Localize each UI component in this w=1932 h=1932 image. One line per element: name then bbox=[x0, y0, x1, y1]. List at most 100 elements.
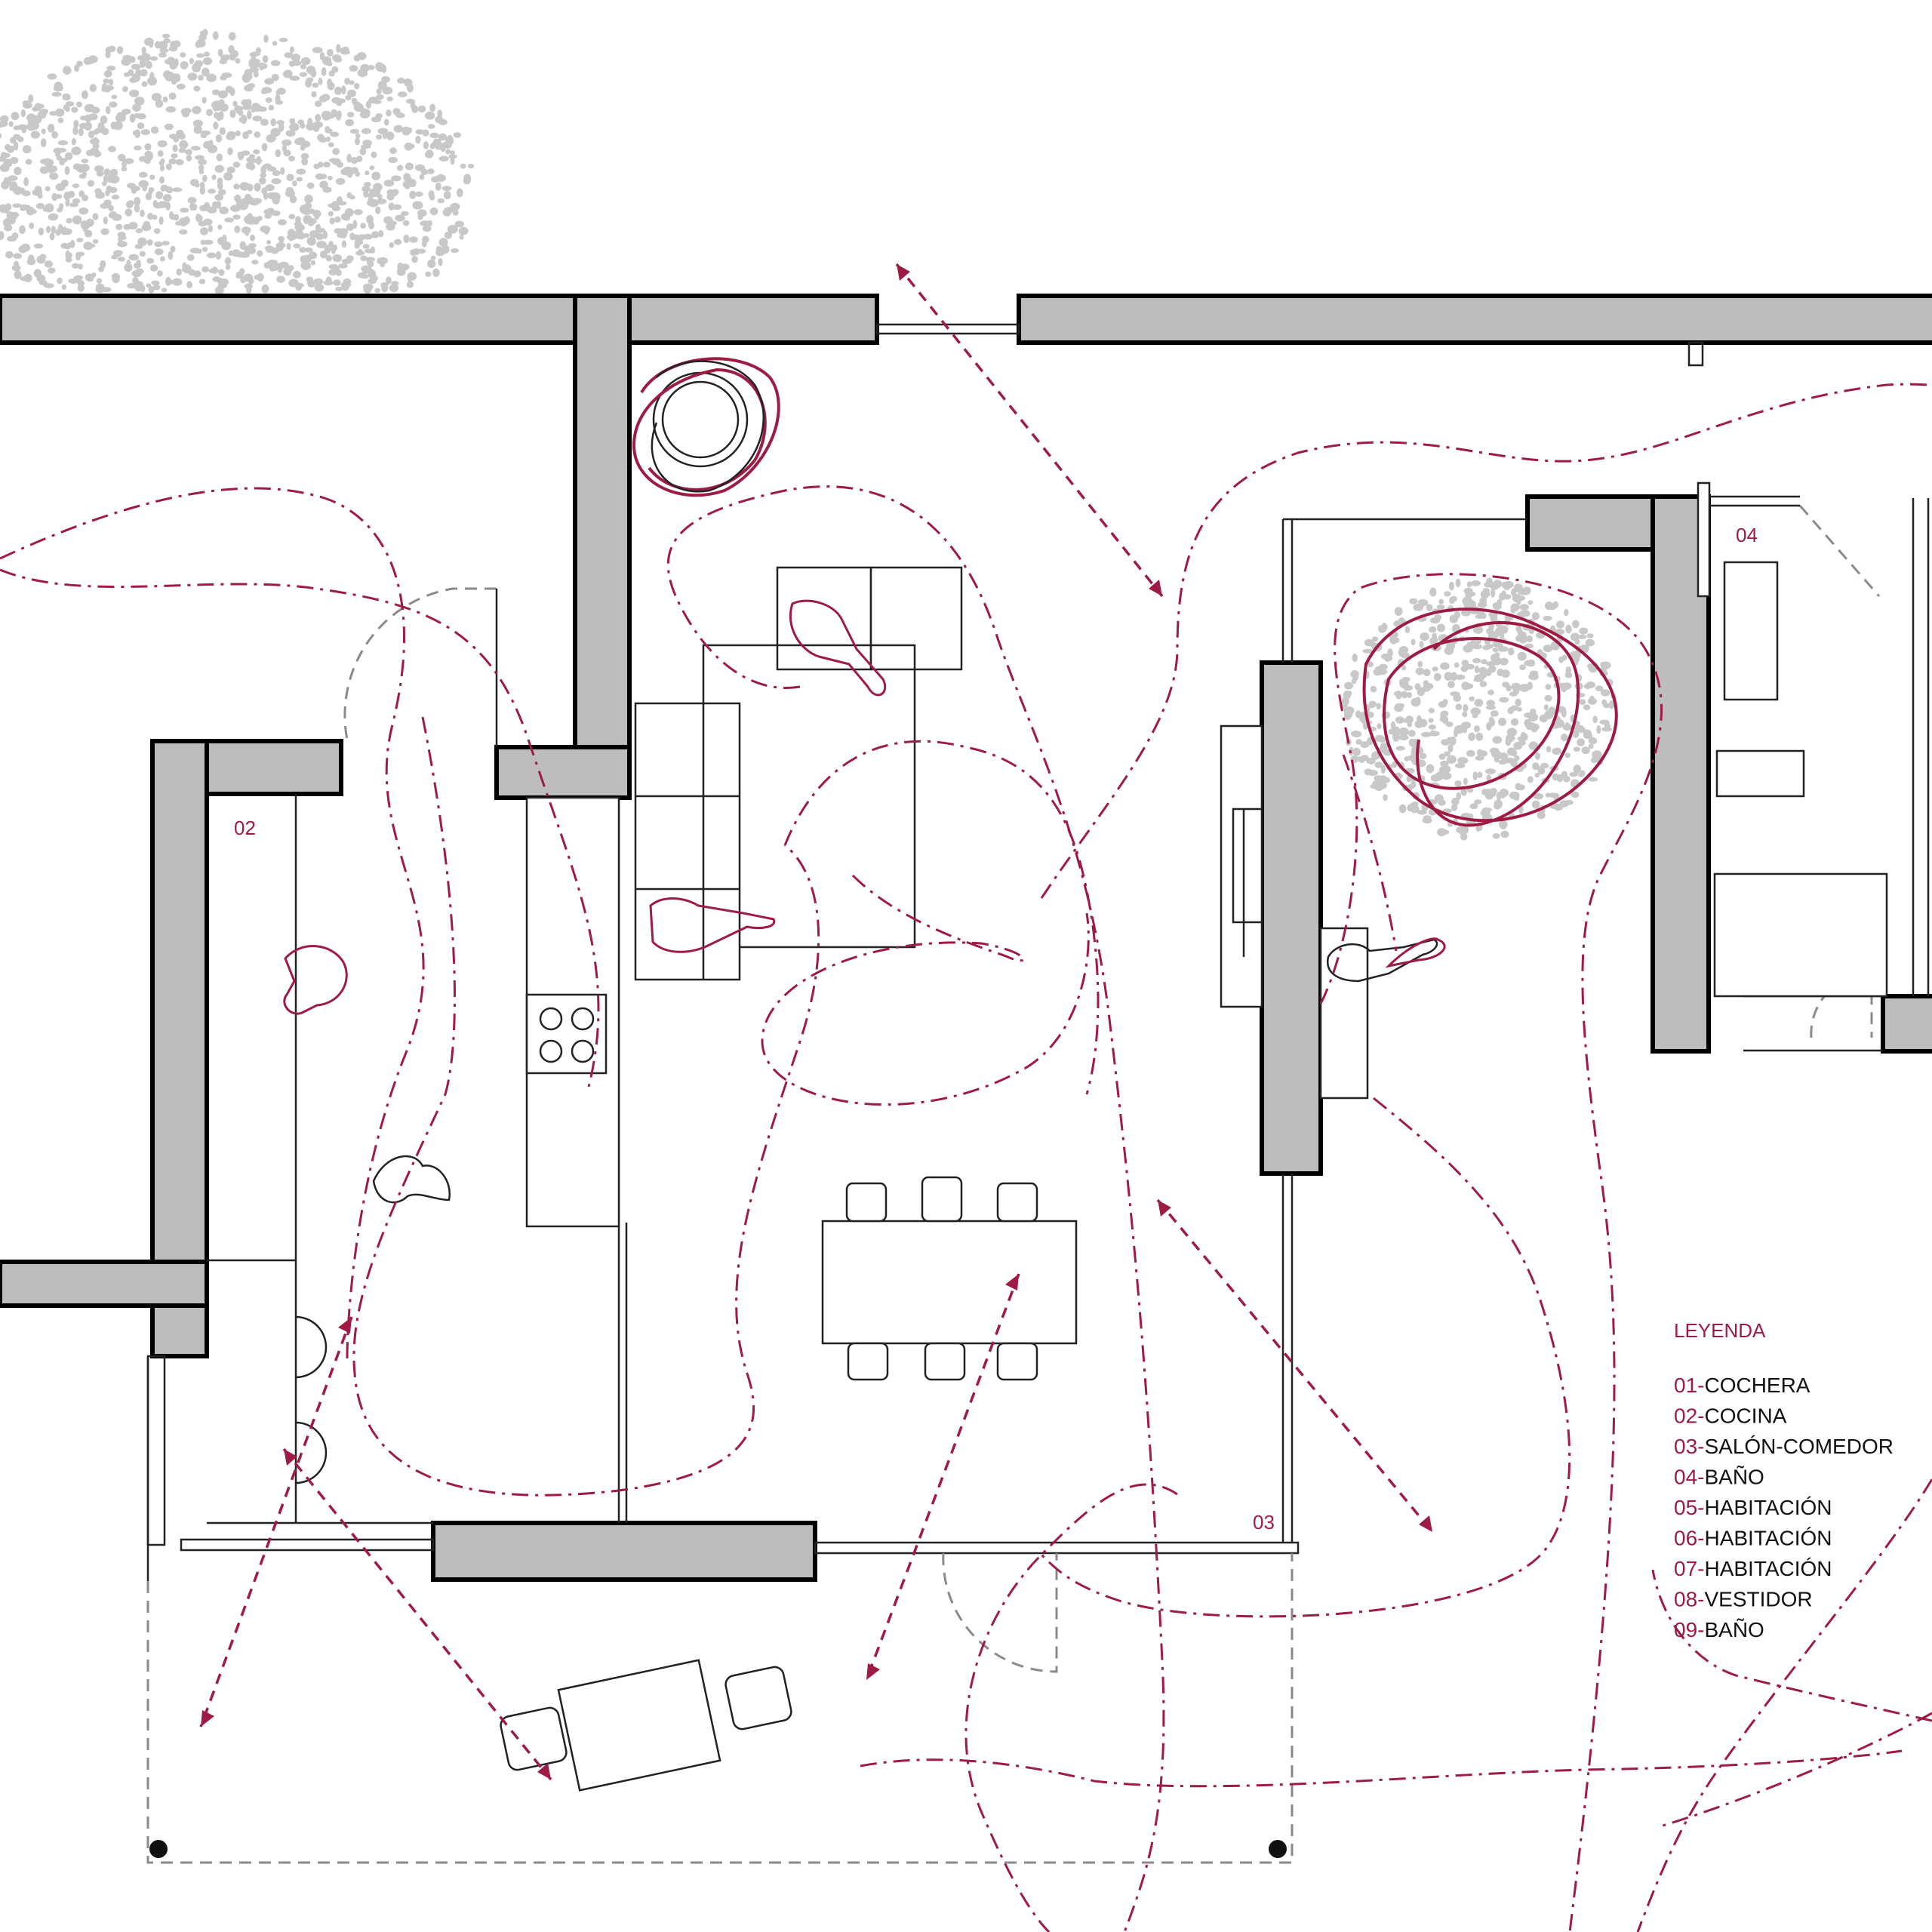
vegetation-dot bbox=[11, 264, 21, 272]
vegetation-dot bbox=[1509, 691, 1518, 697]
vegetation-dot bbox=[1472, 644, 1482, 650]
vegetation-dot bbox=[1550, 641, 1558, 650]
vegetation-dot bbox=[69, 202, 79, 208]
vegetation-dot bbox=[109, 168, 118, 177]
vegetation-dot bbox=[1444, 591, 1451, 597]
vegetation-dot bbox=[217, 282, 227, 289]
vegetation-dot bbox=[134, 96, 145, 106]
vegetation-dot bbox=[20, 109, 26, 118]
vegetation-dot bbox=[196, 53, 205, 58]
vegetation-dot bbox=[1533, 792, 1544, 800]
vegetation-dot bbox=[298, 232, 306, 240]
legend-item: 09-BAÑO bbox=[1674, 1618, 1764, 1641]
vegetation-dot bbox=[444, 231, 453, 239]
vegetation-dot bbox=[1559, 800, 1569, 808]
vegetation-dot bbox=[1436, 605, 1445, 610]
vegetation-dot bbox=[363, 283, 374, 291]
vegetation-dot bbox=[328, 211, 334, 217]
vegetation-dot bbox=[19, 225, 26, 235]
vegetation-dot bbox=[92, 213, 99, 220]
vegetation-dot bbox=[284, 52, 294, 59]
vegetation-dot bbox=[1487, 689, 1494, 696]
vegetation-dot bbox=[1455, 703, 1463, 710]
vegetation-dot bbox=[1507, 757, 1514, 764]
vegetation-dot bbox=[109, 175, 120, 184]
vegetation-dot bbox=[315, 223, 321, 232]
vegetation-dot bbox=[1440, 760, 1449, 768]
vegetation-dot bbox=[57, 140, 69, 146]
vegetation-dot bbox=[1474, 698, 1484, 707]
vegetation-dot bbox=[0, 122, 5, 128]
vegetation-dot bbox=[318, 137, 328, 143]
vegetation-dot bbox=[322, 186, 332, 193]
vegetation-dot bbox=[57, 208, 63, 213]
vegetation-dot bbox=[332, 148, 340, 155]
vegetation-dot bbox=[94, 188, 102, 195]
vegetation-dot bbox=[1499, 820, 1508, 829]
vegetation-dot bbox=[300, 152, 309, 160]
vegetation-dot bbox=[195, 214, 203, 223]
vegetation-dot bbox=[203, 142, 211, 149]
vegetation-dot bbox=[71, 138, 76, 146]
vegetation-dot bbox=[142, 185, 147, 192]
vegetation-dot bbox=[233, 194, 242, 202]
vegetation-dot bbox=[241, 116, 247, 125]
vegetation-dot bbox=[325, 137, 331, 142]
vegetation-dot bbox=[386, 109, 392, 117]
vegetation-dot bbox=[86, 149, 95, 156]
vegetation-dot bbox=[251, 260, 259, 265]
vegetation-dot bbox=[368, 221, 375, 229]
vegetation-dot bbox=[21, 125, 27, 134]
arrow bbox=[895, 263, 1164, 598]
vegetation-dot bbox=[39, 158, 48, 165]
vegetation-dot bbox=[39, 166, 49, 174]
vegetation-dot bbox=[34, 103, 45, 109]
vegetation-dot bbox=[306, 236, 316, 246]
vegetation-dot bbox=[260, 118, 269, 126]
legend-item-number: 09- bbox=[1674, 1618, 1704, 1641]
vegetation-dot bbox=[429, 132, 439, 139]
legend-item-number: 06- bbox=[1674, 1527, 1704, 1550]
vegetation-dot bbox=[270, 118, 277, 127]
vegetation-dot bbox=[272, 197, 280, 205]
vegetation-dot bbox=[1443, 751, 1451, 757]
vegetation-dot bbox=[51, 226, 56, 234]
vegetation-dot bbox=[332, 54, 342, 61]
vegetation-dot bbox=[212, 89, 220, 96]
vegetation-dot bbox=[1344, 681, 1353, 690]
vegetation-dot bbox=[224, 217, 234, 223]
vegetation-dot bbox=[1408, 738, 1416, 747]
vegetation-dot bbox=[155, 191, 164, 199]
vegetation-dot bbox=[1500, 789, 1507, 795]
vegetation-dot bbox=[441, 186, 452, 192]
vegetation-dot bbox=[1555, 629, 1565, 635]
vegetation-dot bbox=[1370, 685, 1377, 693]
activity-scribbles bbox=[632, 357, 1618, 827]
vegetation-dot bbox=[1562, 682, 1572, 690]
vegetation-dot bbox=[122, 54, 132, 61]
vegetation-dot bbox=[47, 73, 57, 80]
vegetation-dot bbox=[296, 168, 306, 175]
vegetation-dot bbox=[22, 145, 32, 154]
vegetation-dot bbox=[281, 139, 292, 146]
burner bbox=[571, 1039, 595, 1063]
vegetation-dot bbox=[1500, 830, 1509, 838]
vegetation-dot bbox=[82, 194, 88, 202]
vegetation-dot bbox=[72, 163, 82, 171]
scribble-plant bbox=[632, 357, 780, 497]
vegetation-dot bbox=[1409, 598, 1418, 605]
vegetation-dot bbox=[1527, 776, 1534, 783]
vegetation-dot bbox=[1492, 581, 1498, 589]
vegetation-dot bbox=[1433, 672, 1441, 681]
vegetation-dot bbox=[322, 162, 331, 168]
vegetation-dot bbox=[1411, 638, 1416, 646]
vegetation-dot bbox=[394, 238, 402, 245]
vegetation-dot bbox=[1392, 761, 1398, 768]
vegetation-dot bbox=[1498, 625, 1509, 634]
vegetation-dot bbox=[198, 75, 204, 81]
vegetation-dot bbox=[218, 189, 226, 195]
vegetation-dot bbox=[168, 46, 178, 52]
vegetation-dot bbox=[272, 41, 278, 46]
plant-pot-outer bbox=[652, 371, 749, 468]
vegetation-dot bbox=[47, 124, 55, 133]
